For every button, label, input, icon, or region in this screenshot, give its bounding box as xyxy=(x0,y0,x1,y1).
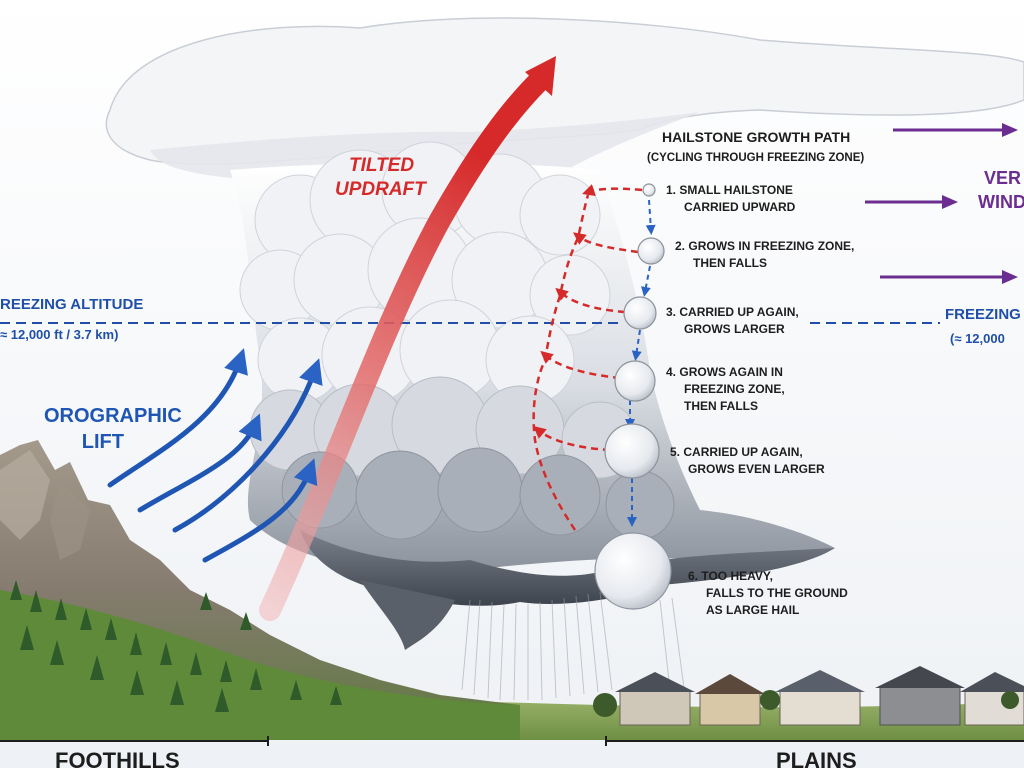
step-line: SMALL HAILSTONE xyxy=(679,183,793,197)
hailstone-4 xyxy=(614,360,656,402)
step-line: FREEZING ZONE, xyxy=(684,382,785,396)
step-line: GROWS AGAIN IN xyxy=(679,365,783,379)
freezing-altitude-title: REEZING ALTITUDE xyxy=(0,296,144,313)
step-line: THEN FALLS xyxy=(684,399,758,413)
updraft-arrowhead xyxy=(525,56,556,96)
tilted-updraft-line1: TILTED xyxy=(349,155,415,176)
hailstone-3 xyxy=(623,296,657,330)
hailstone-2 xyxy=(637,237,665,265)
hail-falling-path xyxy=(625,199,656,527)
step-2: 2. GROWS IN FREEZING ZONE, THEN FALLS xyxy=(675,238,854,272)
tilted-updraft-label: TILTED UPDRAFT xyxy=(335,154,426,202)
orographic-lift-label: OROGRAPHIC LIFT xyxy=(44,403,182,455)
freezing-altitude-right-value: (≈ 12,000 xyxy=(950,331,1005,346)
growth-path-title: HAILSTONE GROWTH PATH xyxy=(662,129,851,145)
step-number: 5. xyxy=(670,445,681,459)
wind-arrows xyxy=(865,123,1018,284)
wind-label: VER WIND xyxy=(978,166,1024,214)
hailstones xyxy=(594,183,672,610)
orographic-lift-line1: OROGRAPHIC xyxy=(44,405,182,427)
step-line: FALLS TO THE GROUND xyxy=(706,586,848,600)
hailstone-6 xyxy=(594,532,672,610)
step-number: 2. xyxy=(675,239,686,253)
plains-houses xyxy=(593,666,1024,726)
step-number: 3. xyxy=(666,305,677,319)
freezing-altitude-left-value: ≈ 12,000 ft / 3.7 km) xyxy=(0,327,119,342)
rain-shaft xyxy=(461,591,685,701)
step-line: GROWS IN FREEZING ZONE, xyxy=(688,239,855,253)
step-line: GROWS EVEN LARGER xyxy=(688,462,825,476)
wind-line2: WIND xyxy=(978,192,1024,212)
freezing-altitude-left: REEZING ALTITUDE xyxy=(0,295,143,315)
step-line: CARRIED UP AGAIN, xyxy=(679,305,799,319)
step-line: CARRIED UP AGAIN, xyxy=(683,445,803,459)
tilted-updraft-arrow xyxy=(259,69,551,621)
tilted-updraft-line2: UPDRAFT xyxy=(335,179,426,200)
hailstone-5 xyxy=(604,423,660,479)
orographic-lift-line2: LIFT xyxy=(81,431,124,453)
step-number: 6. xyxy=(688,569,699,583)
freezing-altitude-right: FREEZING xyxy=(945,306,1021,323)
step-6: 6. TOO HEAVY, FALLS TO THE GROUND AS LAR… xyxy=(688,568,848,619)
step-number: 4. xyxy=(666,365,677,379)
step-line: THEN FALLS xyxy=(693,256,767,270)
hail-upward-path xyxy=(532,184,643,531)
step-line: TOO HEAVY, xyxy=(701,569,773,583)
step-5: 5. CARRIED UP AGAIN, GROWS EVEN LARGER xyxy=(670,444,825,478)
plains-label: PLAINS xyxy=(776,748,857,768)
step-line: CARRIED UPWARD xyxy=(684,200,796,214)
step-3: 3. CARRIED UP AGAIN, GROWS LARGER xyxy=(666,304,799,338)
step-4: 4. GROWS AGAIN IN FREEZING ZONE, THEN FA… xyxy=(666,364,785,415)
wind-line1: VER xyxy=(984,168,1022,188)
mountain-foothills xyxy=(0,440,520,740)
foothills-label: FOOTHILLS xyxy=(55,748,180,768)
step-number: 1. xyxy=(666,183,677,197)
step-line: AS LARGE HAIL xyxy=(706,603,800,617)
step-line: GROWS LARGER xyxy=(684,322,785,336)
orographic-lift-arrows xyxy=(107,348,323,563)
hailstone-1 xyxy=(642,183,656,197)
step-1: 1. SMALL HAILSTONE CARRIED UPWARD xyxy=(666,182,795,216)
growth-path-subtitle: (CYCLING THROUGH FREEZING ZONE) xyxy=(647,152,865,164)
